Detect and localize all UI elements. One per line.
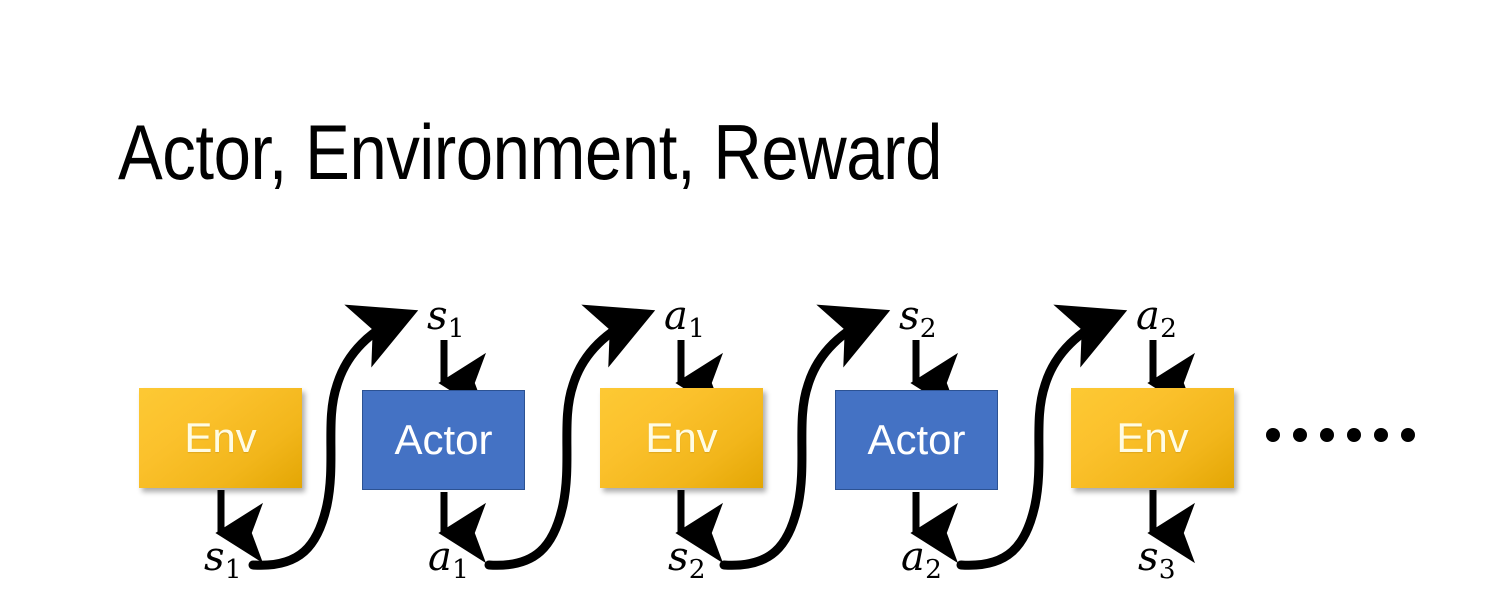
box-env-1-label: Env xyxy=(184,414,257,461)
box-actor-1-label: Actor xyxy=(394,416,493,463)
box-actor-2-label: Actor xyxy=(867,416,966,463)
box-env-2[interactable]: Env xyxy=(600,388,763,488)
flow-curve-s1[interactable] xyxy=(248,304,419,570)
ellipsis-dot xyxy=(1347,428,1361,442)
ellipsis-dot xyxy=(1320,428,1334,442)
label-bottom-a2: a2 xyxy=(901,537,942,583)
label-bottom-s3-subscript: 3 xyxy=(1158,553,1176,585)
label-bottom-s2-symbol: s xyxy=(668,534,689,580)
ellipsis-cluster-1 xyxy=(1266,428,1334,442)
box-actor-2[interactable]: Actor xyxy=(835,390,998,490)
ellipsis-dot xyxy=(1293,428,1307,442)
label-bottom-s2-subscript: 2 xyxy=(688,553,706,585)
label-bottom-a2-symbol: a xyxy=(901,534,925,580)
label-bottom-a1-symbol: a xyxy=(428,534,452,580)
label-top-a1-subscript: 1 xyxy=(688,312,705,344)
ellipsis-dot xyxy=(1374,428,1388,442)
ellipsis-dot xyxy=(1266,428,1280,442)
label-bottom-s1-symbol: s xyxy=(204,534,225,580)
flow-curve-s2[interactable] xyxy=(719,304,891,570)
label-bottom-s3: s3 xyxy=(1138,537,1176,583)
label-top-a2: a2 xyxy=(1136,296,1177,342)
label-bottom-a1-subscript: 1 xyxy=(452,553,469,585)
label-top-s2: s2 xyxy=(899,296,937,342)
label-bottom-a2-subscript: 2 xyxy=(925,553,942,585)
flow-curve-a2[interactable] xyxy=(956,304,1128,570)
box-env-3-label: Env xyxy=(1116,414,1189,461)
ellipsis-dot xyxy=(1401,428,1415,442)
label-bottom-s1-subscript: 1 xyxy=(224,553,242,585)
label-top-s2-symbol: s xyxy=(899,293,920,339)
label-top-a1: a1 xyxy=(664,296,705,342)
label-top-s2-subscript: 2 xyxy=(919,312,937,344)
ellipsis-continuation xyxy=(1266,428,1415,442)
box-env-3[interactable]: Env xyxy=(1071,388,1234,488)
label-top-a1-symbol: a xyxy=(664,293,688,339)
label-top-s1: s1 xyxy=(427,296,465,342)
label-bottom-s3-symbol: s xyxy=(1138,534,1159,580)
box-env-1[interactable]: Env xyxy=(139,388,302,488)
label-top-s1-subscript: 1 xyxy=(447,312,465,344)
box-env-2-label: Env xyxy=(645,414,718,461)
flow-curve-a1[interactable] xyxy=(484,304,656,570)
page-title: Actor, Environment, Reward xyxy=(118,108,942,196)
label-bottom-s2: s2 xyxy=(668,537,706,583)
label-bottom-s1: s1 xyxy=(204,537,242,583)
label-bottom-a1: a1 xyxy=(428,537,469,583)
label-top-s1-symbol: s xyxy=(427,293,448,339)
ellipsis-cluster-2 xyxy=(1347,428,1415,442)
label-top-a2-subscript: 2 xyxy=(1160,312,1177,344)
label-top-a2-symbol: a xyxy=(1136,293,1160,339)
box-actor-1[interactable]: Actor xyxy=(362,390,525,490)
